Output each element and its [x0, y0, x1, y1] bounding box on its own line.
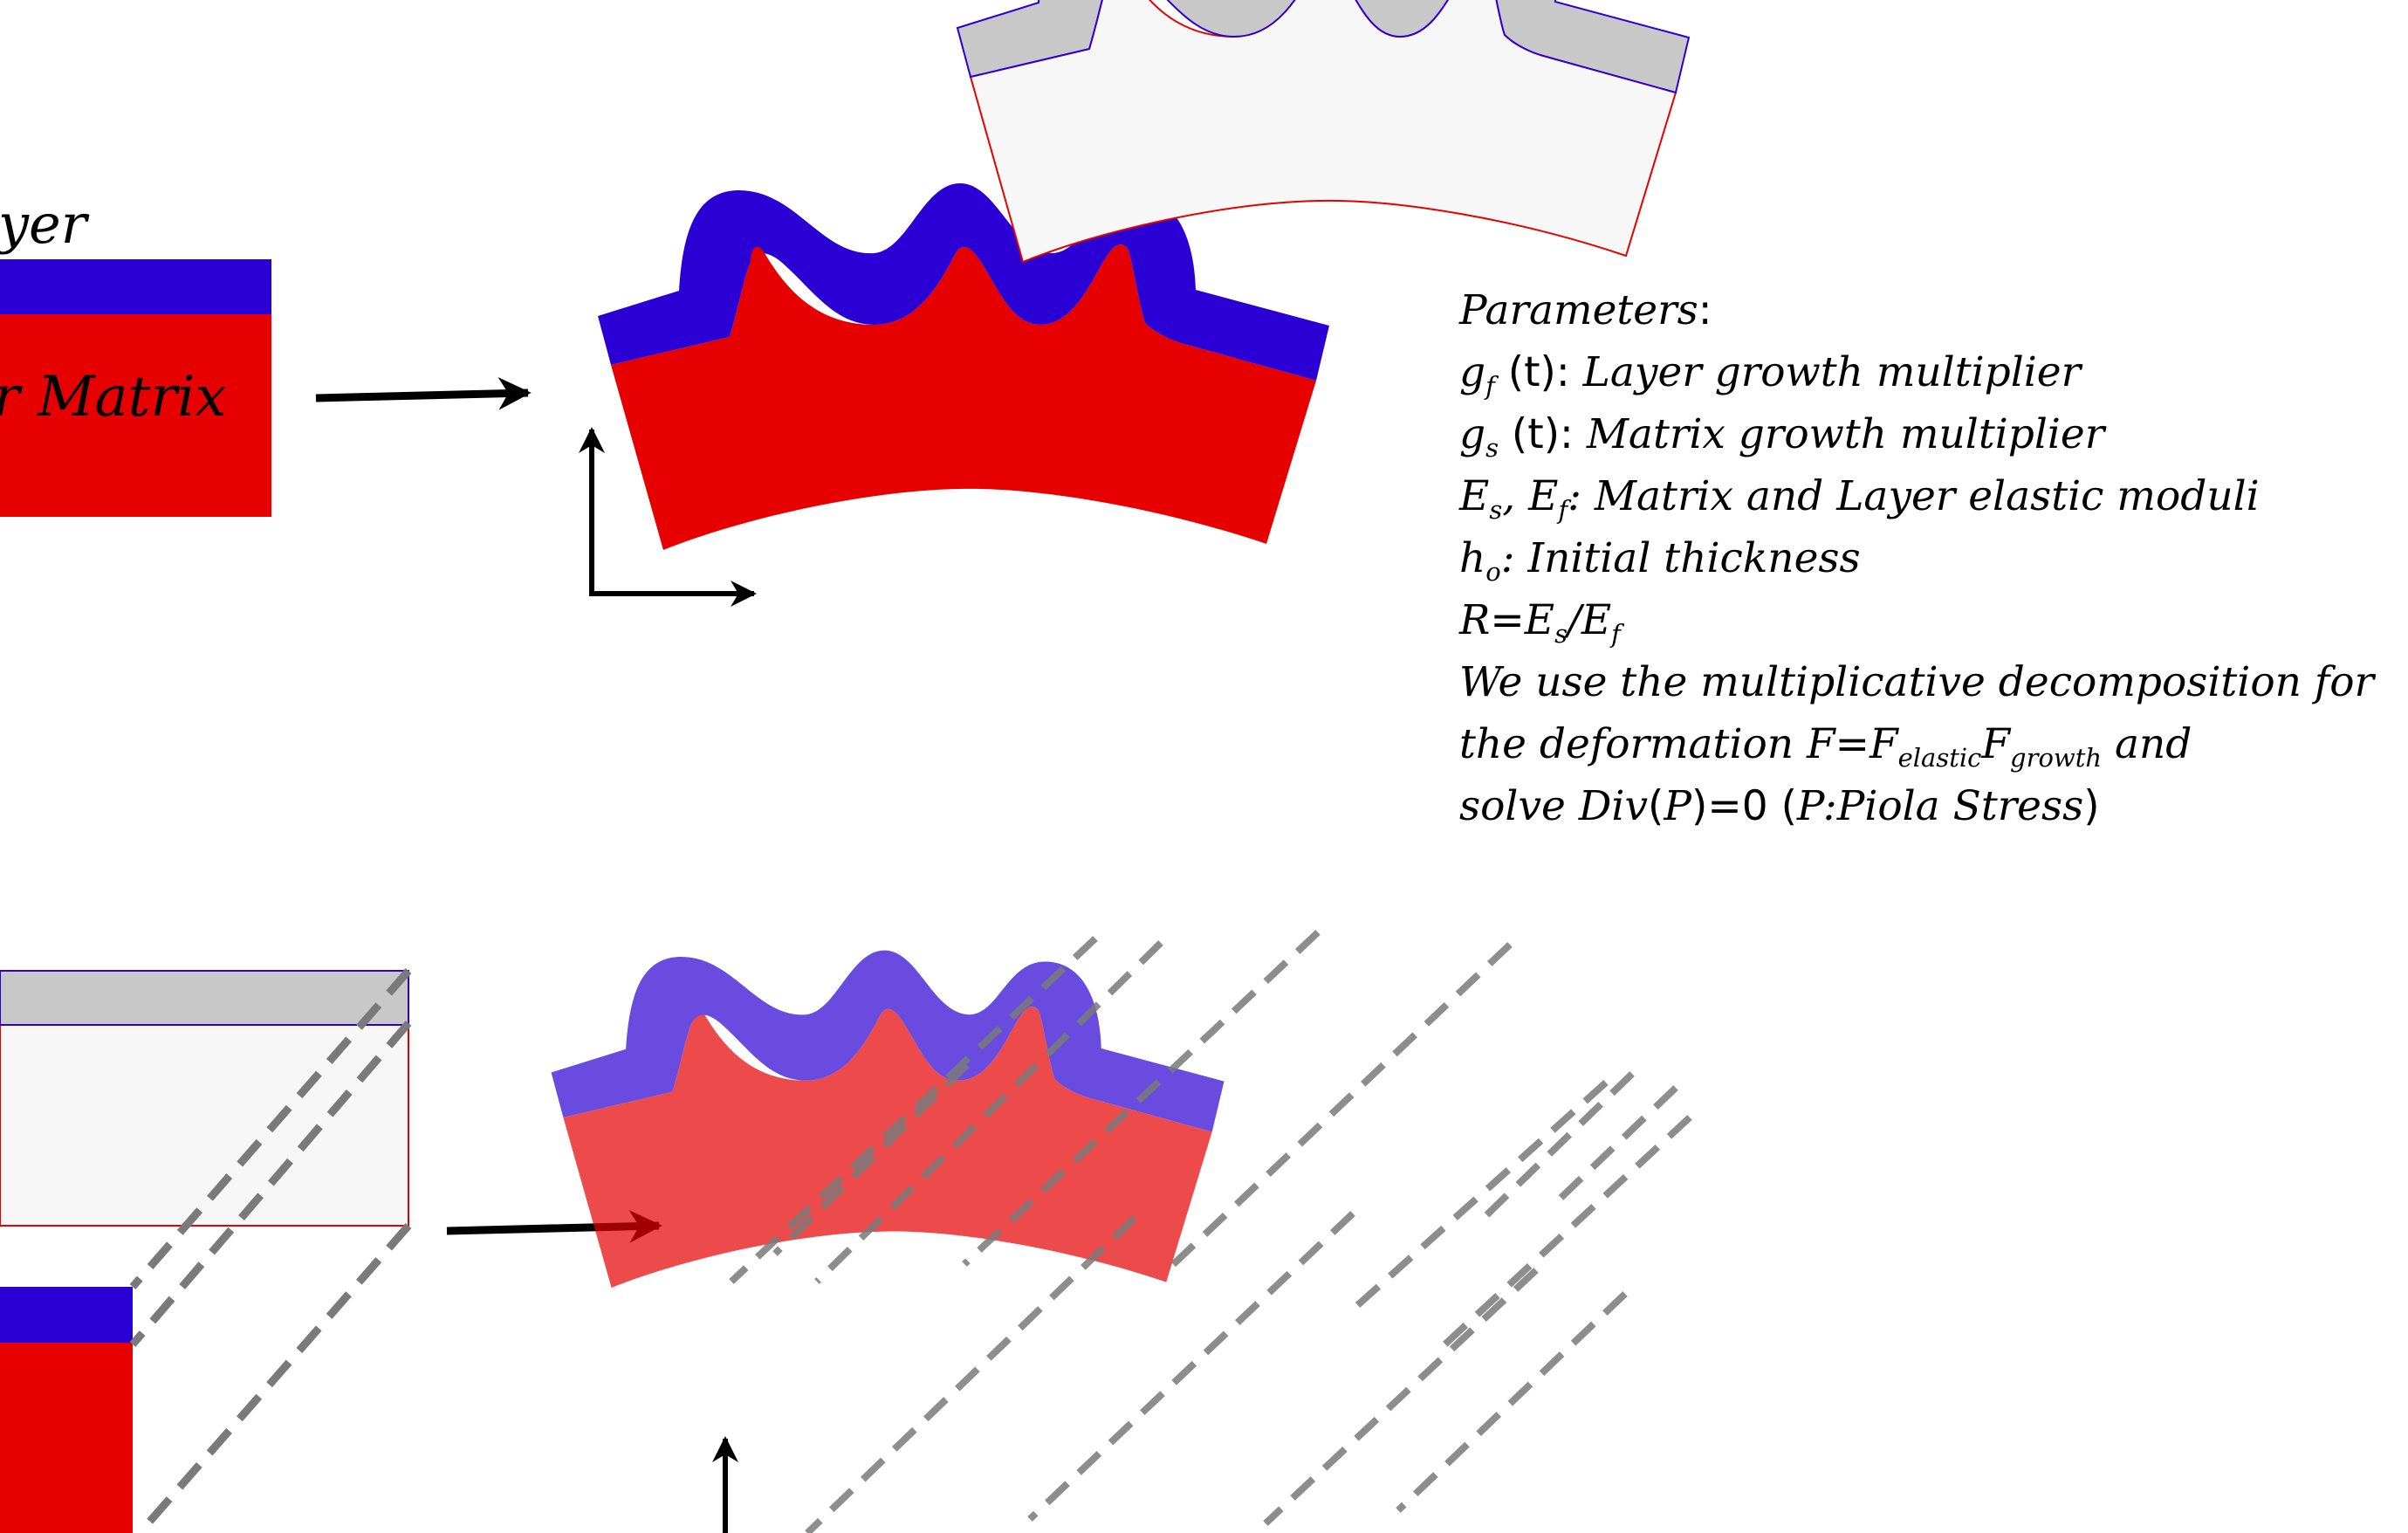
grown-bilayer — [598, 183, 1329, 550]
decomposition-line-1: We use the multiplicative decomposition … — [1459, 658, 2374, 706]
decomposition-line-2: the deformation F=FelasticFgrowth and — [1459, 720, 2192, 773]
right-arrow-icon — [315, 376, 532, 410]
param-moduli: Es, Ef: Matrix and Layer elastic moduli — [1459, 472, 2260, 525]
initial-layer — [0, 259, 271, 314]
grown-front-layer — [551, 950, 1225, 1132]
param-ratio: R=Es/Ef — [1459, 596, 1621, 649]
axes-icon — [579, 427, 757, 607]
grown-ghost-layer — [956, 0, 1691, 94]
param-thickness: ho: Initial thickness — [1459, 534, 1861, 587]
initial-ghost-block — [0, 970, 409, 1227]
grown-matrix — [611, 244, 1316, 550]
parameters-panel: Parameters: gf (t): Layer growth multipl… — [1459, 279, 2402, 837]
initial-front-layer — [0, 1287, 133, 1343]
param-gf: gf (t): Layer growth multiplier — [1459, 348, 2082, 401]
grown-layer — [598, 183, 1329, 381]
matrix-label: r Matrix — [0, 365, 227, 430]
parameters-heading: Parameters: — [1459, 286, 1712, 334]
initial-front-matrix — [0, 1341, 133, 1533]
initial-matrix — [0, 313, 271, 517]
initial-front-block — [0, 1287, 133, 1533]
solve-line: solve Div(P)=0 (P:Piola Stress) — [1459, 782, 2100, 830]
initial-bilayer: yer r Matrix — [0, 192, 271, 517]
layer-label: yer — [0, 192, 90, 256]
grown-depth-lines — [729, 930, 1692, 1533]
initial-ghost-layer — [0, 970, 409, 1026]
initial-depth-lines — [129, 968, 412, 1533]
initial-ghost-matrix — [0, 1022, 409, 1227]
grown-ghost-bilayer — [956, 0, 1691, 264]
param-gs: gs (t): Matrix growth multiplier — [1459, 410, 2105, 463]
